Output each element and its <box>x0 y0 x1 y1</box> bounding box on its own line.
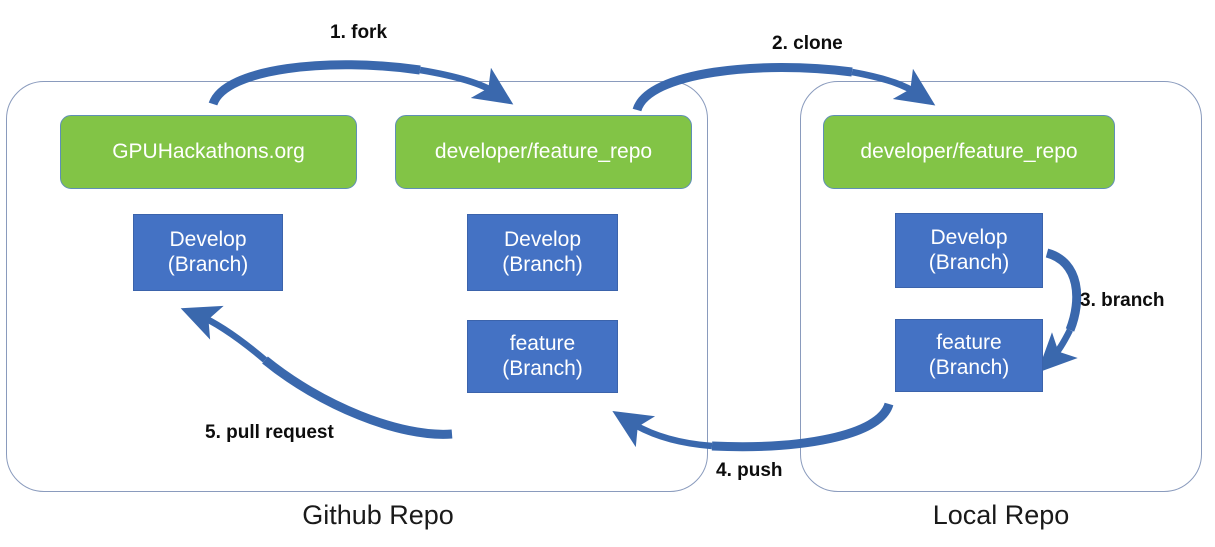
branch-kind: (Branch) <box>928 355 1010 379</box>
local-repo-container <box>800 81 1202 492</box>
branch-name: feature <box>936 330 1002 354</box>
step-label-push: 4. push <box>716 460 783 481</box>
step-label-branch: 3. branch <box>1080 290 1165 311</box>
repo-box-gpuhackathons[interactable]: GPUHackathons.org <box>60 115 357 189</box>
github-repo-caption: Github Repo <box>302 500 454 530</box>
branch-name: Develop <box>503 227 582 251</box>
step-label-clone: 2. clone <box>772 33 843 54</box>
branch-kind: (Branch) <box>928 250 1010 274</box>
branch-name: Develop <box>169 227 247 251</box>
step-label-pull-request: 5. pull request <box>205 422 334 443</box>
branch-box-local-feature[interactable]: feature (Branch) <box>895 319 1043 392</box>
branch-box-local-develop[interactable]: Develop (Branch) <box>895 213 1043 288</box>
branch-kind: (Branch) <box>502 356 583 380</box>
repo-box-github-fork[interactable]: developer/feature_repo <box>395 115 692 189</box>
branch-kind: (Branch) <box>167 252 249 276</box>
branch-name: Develop <box>930 225 1008 249</box>
branch-name: feature <box>509 331 576 355</box>
branch-box-fork-develop[interactable]: Develop (Branch) <box>467 214 618 291</box>
local-repo-caption: Local Repo <box>932 500 1070 530</box>
branch-kind: (Branch) <box>502 252 583 276</box>
branch-box-github-develop[interactable]: Develop (Branch) <box>133 214 283 291</box>
branch-box-fork-feature[interactable]: feature (Branch) <box>467 320 618 393</box>
step-label-fork: 1. fork <box>330 22 388 43</box>
repo-box-local-clone[interactable]: developer/feature_repo <box>823 115 1115 189</box>
